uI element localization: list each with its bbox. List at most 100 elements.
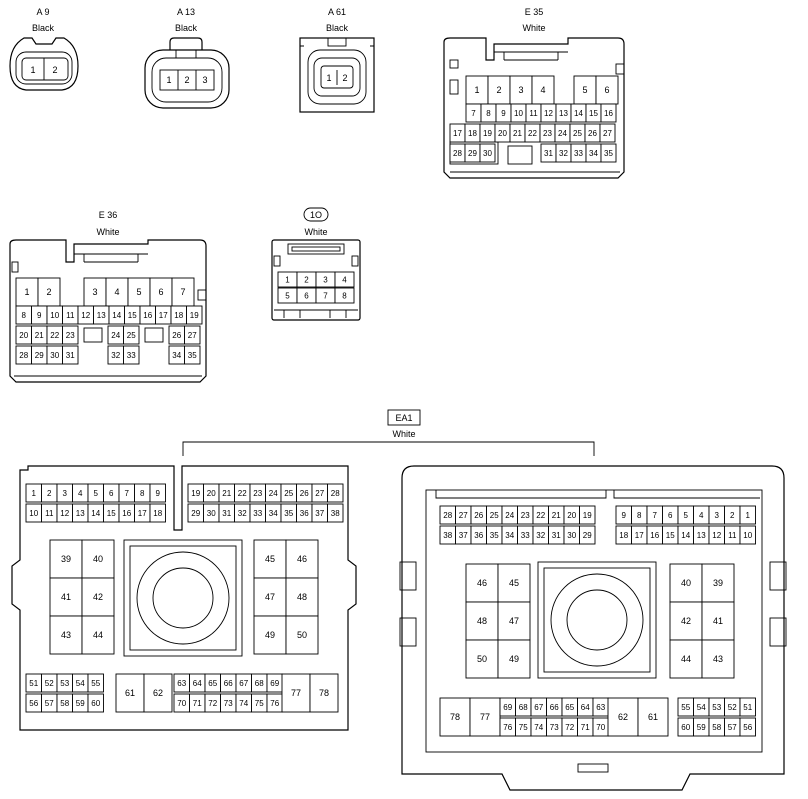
pin-label: 61 — [125, 688, 135, 698]
pin-label: 7 — [653, 511, 658, 520]
pin-label: 2 — [47, 489, 52, 498]
pin-label: 42 — [93, 592, 103, 602]
pin-label: 47 — [509, 616, 519, 626]
a13-pin: 3 — [202, 75, 207, 85]
pin-label: 23 — [543, 129, 552, 138]
pin-label: 16 — [143, 311, 152, 320]
pin-label: 55 — [681, 703, 690, 712]
pin-label: 21 — [222, 489, 231, 498]
pin-label: 18 — [619, 531, 628, 540]
pin-label: 30 — [567, 531, 576, 540]
a9-pin: 1 — [30, 65, 35, 75]
pin-label: 2 — [304, 275, 309, 284]
pin-label: 44 — [681, 654, 691, 664]
a13-name: A 13 — [177, 7, 195, 17]
pin-cell — [186, 305, 203, 325]
pin-label: 33 — [574, 149, 583, 158]
pin-label: 63 — [177, 679, 186, 688]
pin-label: 31 — [544, 149, 553, 158]
pin-label: 10 — [29, 509, 38, 518]
pin-label: 40 — [681, 578, 691, 588]
pin-label: 71 — [581, 723, 590, 732]
pin-cell — [465, 639, 499, 679]
pin-cell — [607, 697, 639, 737]
pin-label: 5 — [94, 489, 99, 498]
pin-cell — [439, 697, 471, 737]
pin-label: 62 — [618, 712, 628, 722]
pin-label: 25 — [573, 129, 582, 138]
pin-label: 4 — [699, 511, 704, 520]
pin-label: 66 — [224, 679, 233, 688]
pin-cell — [579, 505, 596, 525]
pin-label: 4 — [342, 275, 347, 284]
pin-label: 9 — [156, 489, 161, 498]
pin-label: 22 — [238, 489, 247, 498]
pin-label: 55 — [91, 679, 100, 688]
pin-label: 44 — [93, 630, 103, 640]
pin-label: 6 — [668, 511, 673, 520]
pin-label: 60 — [681, 723, 690, 732]
pin-label: 31 — [552, 531, 561, 540]
pin-label: 68 — [255, 679, 264, 688]
pin-label: 31 — [222, 509, 231, 518]
io-color: White — [304, 227, 327, 237]
pin-cell — [83, 327, 103, 343]
pin-label: 53 — [712, 703, 721, 712]
pin-label: 35 — [604, 149, 613, 158]
pin-label: 32 — [536, 531, 545, 540]
pin-label: 12 — [81, 311, 90, 320]
pin-label: 45 — [509, 578, 519, 588]
pin-label: 75 — [519, 723, 528, 732]
pin-label: 25 — [127, 331, 136, 340]
pin-label: 2 — [496, 85, 501, 95]
pin-label: 9 — [622, 511, 627, 520]
pin-cell — [327, 483, 344, 503]
pin-label: 76 — [503, 723, 512, 732]
pin-label: 19 — [191, 489, 200, 498]
pin-label: 46 — [297, 554, 307, 564]
ea1-name: EA1 — [395, 413, 412, 423]
pin-label: 21 — [35, 331, 44, 340]
pin-label: 6 — [604, 85, 609, 95]
pin-label: 36 — [300, 509, 309, 518]
pin-label: 1 — [24, 287, 29, 297]
e35-name: E 35 — [525, 7, 544, 17]
pin-label: 2 — [46, 287, 51, 297]
pin-label: 24 — [505, 511, 514, 520]
pin-cell — [115, 673, 145, 713]
pin-label: 6 — [109, 489, 114, 498]
pin-label: 35 — [188, 351, 197, 360]
pin-cell — [81, 539, 115, 579]
pin-label: 20 — [567, 511, 576, 520]
connector-a13: A 13 Black 1 2 3 — [144, 7, 230, 109]
pin-label: 33 — [127, 351, 136, 360]
pin-cell — [599, 123, 616, 143]
pin-label: 19 — [483, 129, 492, 138]
pin-label: 54 — [697, 703, 706, 712]
pin-label: 32 — [559, 149, 568, 158]
pin-label: 58 — [60, 699, 69, 708]
pin-label: 9 — [37, 311, 42, 320]
pin-label: 42 — [681, 616, 691, 626]
pin-label: 14 — [91, 509, 100, 518]
pin-label: 12 — [712, 531, 721, 540]
pin-label: 9 — [501, 109, 506, 118]
pin-label: 4 — [114, 287, 119, 297]
pin-cell — [62, 325, 79, 345]
pin-label: 56 — [29, 699, 38, 708]
pin-label: 13 — [697, 531, 706, 540]
pin-label: 1 — [746, 511, 751, 520]
pin-label: 35 — [490, 531, 499, 540]
pin-cell — [600, 143, 617, 163]
pin-label: 64 — [193, 679, 202, 688]
ea1-color: White — [392, 429, 415, 439]
pin-label: 24 — [111, 331, 120, 340]
pin-label: 17 — [635, 531, 644, 540]
pin-label: 48 — [477, 616, 487, 626]
pin-label: 57 — [45, 699, 54, 708]
pin-label: 27 — [188, 331, 197, 340]
pin-cell — [81, 577, 115, 617]
pin-cell — [144, 327, 164, 343]
